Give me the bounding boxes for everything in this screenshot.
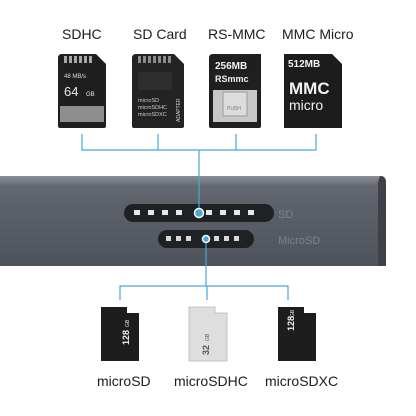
sd-slot-label: SD bbox=[278, 209, 293, 221]
microsdhc-unit: GB bbox=[205, 333, 211, 341]
microsd-card: 128 GB bbox=[101, 307, 139, 361]
adapter-text-3: microSDXC bbox=[138, 112, 167, 118]
label-rs-mmc: RS-MMC bbox=[208, 26, 266, 42]
adapter-text-4: ADAPTER bbox=[176, 98, 182, 122]
rs-mmc-card: 256MB RSmmc PUSH bbox=[209, 54, 261, 128]
rs-mmc-push: PUSH bbox=[227, 106, 241, 112]
sdhc-capacity: 64 bbox=[64, 84, 78, 99]
label-microsdxc: microSDXC bbox=[265, 373, 339, 389]
microsd-slot bbox=[158, 230, 254, 248]
mmc-micro-brand: MMC bbox=[289, 79, 330, 98]
microsdhc-capacity: 32 bbox=[201, 345, 211, 355]
microsd-capacity: 128 bbox=[121, 330, 131, 345]
microsdhc-card: 32 GB bbox=[188, 306, 228, 362]
microsd-slot-label: MicroSD bbox=[278, 235, 320, 247]
adapter-text-2: microSDHC bbox=[138, 105, 167, 111]
label-microsdhc: microSDHC bbox=[174, 373, 248, 389]
label-sdhc: SDHC bbox=[62, 26, 102, 42]
microsd-unit: GB bbox=[125, 319, 131, 327]
adapter-text-1: microSD bbox=[138, 98, 159, 104]
sdhc-unit: GB bbox=[86, 92, 95, 98]
microsdxc-unit: GB bbox=[290, 309, 296, 317]
sdhc-speed: 48 MB/s bbox=[64, 74, 86, 80]
microsdxc-capacity: 128 bbox=[286, 316, 296, 331]
sdhc-card: 48 MB/s 64 GB bbox=[58, 54, 106, 128]
sd-adapter-card: microSD microSDHC microSDXC ADAPTER bbox=[132, 54, 184, 128]
microsdxc-card: 128 GB bbox=[278, 307, 316, 361]
rs-mmc-capacity: 256MB bbox=[215, 61, 247, 72]
label-microsd: microSD bbox=[97, 373, 151, 389]
rs-mmc-brand: RSmmc bbox=[215, 74, 249, 84]
mmc-micro-card: 512MB MMC micro bbox=[284, 54, 342, 128]
label-sd-card: SD Card bbox=[133, 26, 187, 42]
mmc-micro-sub: micro bbox=[289, 97, 323, 113]
card-reader-hub: SD MicroSD bbox=[0, 176, 386, 266]
mmc-micro-capacity: 512MB bbox=[288, 59, 320, 70]
label-mmc-micro: MMC Micro bbox=[282, 26, 354, 42]
